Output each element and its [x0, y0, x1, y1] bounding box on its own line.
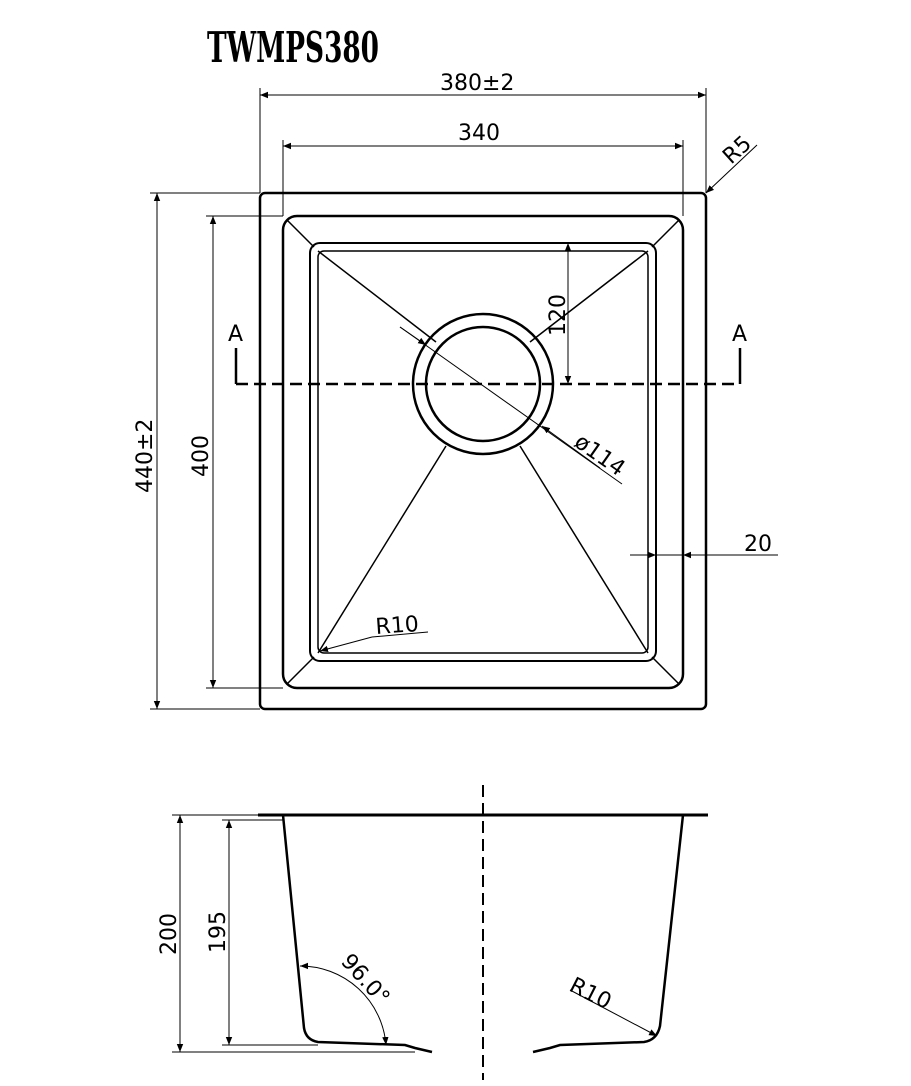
- corner-bevel-tr: [651, 219, 680, 248]
- dim-wall-angle-label: 96.0°: [336, 949, 395, 1010]
- dim-inner-height-label: 400: [189, 435, 214, 477]
- section-label-left: A: [228, 322, 243, 347]
- section-right-wall: [532, 814, 685, 1054]
- section-label-right: A: [732, 322, 747, 347]
- dim-r5-label: R5: [718, 131, 757, 169]
- dim-r5-leader: [705, 144, 758, 194]
- slope-line-tl: [317, 250, 437, 343]
- slope-line-bl: [317, 445, 447, 654]
- dim-inner-width-label: 340: [458, 121, 500, 146]
- dim-drain-offset-label: 120: [546, 294, 571, 336]
- corner-bevel-br: [651, 656, 680, 685]
- dim-drain-diameter-label: ø114: [570, 429, 630, 481]
- bowl-top-edge: [281, 214, 685, 690]
- dim-overall-width-label: 380±2: [440, 71, 514, 96]
- dim-bottom-radius-label: R10: [565, 973, 615, 1015]
- dim-bottom-radius-leader: [569, 989, 658, 1037]
- dim-wall-angle-arc: [299, 962, 389, 1046]
- bowl-bottom-inner: [317, 250, 649, 654]
- corner-bevel-bl: [286, 656, 315, 685]
- dim-r10-label: R10: [375, 612, 420, 640]
- slope-line-tr: [529, 250, 649, 343]
- dim-overall-depth-label: 200: [157, 913, 182, 955]
- sink-outer-flange: [258, 191, 708, 711]
- section-view: 200 195 96.0° R10: [157, 785, 708, 1080]
- bowl-bottom-outer: [309, 242, 657, 662]
- section-left-wall: [281, 814, 433, 1054]
- top-view: A A 380±2 340 R5 440±2 400 120 ø114: [133, 71, 778, 711]
- dim-rim-label: 20: [744, 532, 772, 557]
- slope-line-br: [519, 445, 649, 654]
- corner-bevel-tl: [286, 219, 315, 248]
- dim-overall-height-label: 440±2: [133, 419, 158, 493]
- dim-drain-diameter-leader: [399, 326, 623, 485]
- dim-r10-leader: [319, 636, 373, 653]
- dim-bowl-depth-label: 195: [206, 911, 231, 953]
- model-title: TWMPS380: [207, 23, 379, 72]
